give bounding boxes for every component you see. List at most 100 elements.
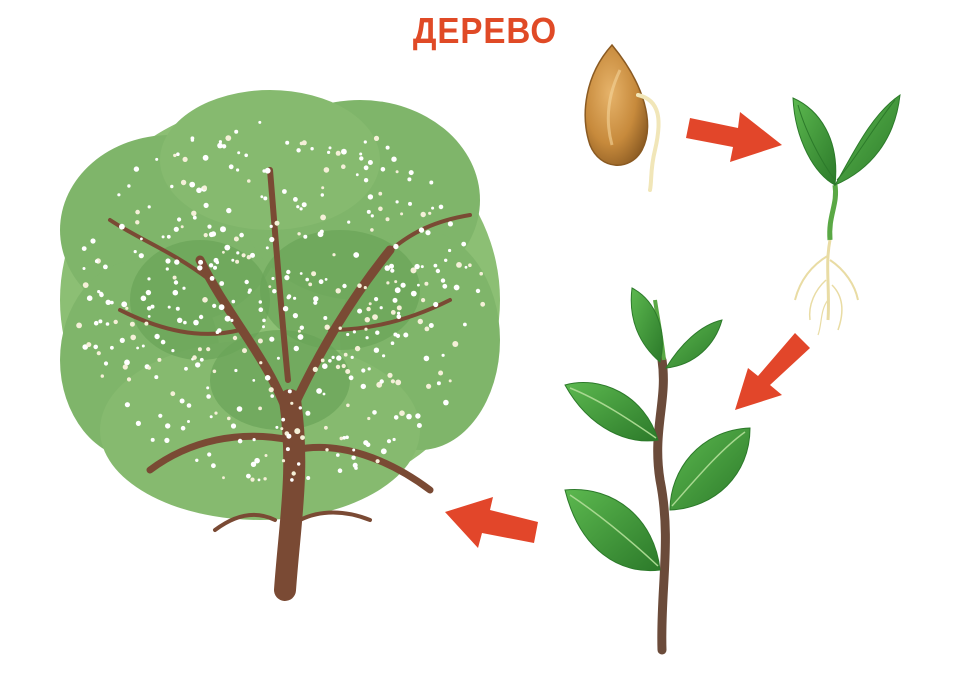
blossom	[98, 319, 102, 323]
blossom	[272, 289, 276, 293]
blossom	[139, 253, 144, 258]
blossom	[242, 348, 247, 353]
blossom	[195, 459, 198, 462]
blossom	[210, 415, 213, 418]
blossom	[332, 253, 335, 256]
blossom	[297, 232, 300, 235]
blossom	[207, 225, 211, 229]
blossom	[339, 327, 342, 330]
blossom	[311, 271, 316, 276]
blossom	[227, 417, 231, 421]
blossom	[299, 406, 302, 409]
blossom	[266, 246, 269, 249]
blossom	[177, 318, 182, 323]
blossom	[436, 269, 440, 273]
blossom	[387, 373, 392, 378]
blossom	[193, 320, 199, 326]
blossom	[351, 456, 355, 460]
blossom	[421, 212, 426, 217]
blossom	[259, 361, 262, 364]
blossom	[235, 260, 239, 264]
blossom	[171, 349, 174, 352]
arrow-seed-to-seedling	[686, 112, 782, 162]
blossom	[93, 345, 98, 350]
blossom	[292, 471, 296, 475]
blossom	[338, 468, 343, 473]
blossom	[211, 463, 216, 468]
blossom	[296, 148, 300, 152]
blossom	[183, 321, 187, 325]
blossom	[408, 202, 412, 206]
blossom	[90, 238, 95, 243]
blossom	[449, 379, 452, 382]
blossom	[197, 265, 202, 270]
blossom	[94, 321, 99, 326]
blossom	[237, 406, 243, 412]
blossom	[222, 251, 225, 254]
blossom	[284, 275, 289, 280]
arrow-sapling-to-tree	[445, 497, 538, 548]
blossom	[164, 438, 169, 443]
blossom	[421, 298, 425, 302]
blossom	[296, 205, 299, 208]
blossom	[231, 423, 236, 428]
blossom	[219, 304, 225, 310]
blossom	[300, 142, 304, 146]
blossom	[400, 212, 403, 215]
blossom	[313, 367, 318, 372]
arrow-seedling-to-sapling	[735, 333, 810, 410]
blossom	[259, 307, 264, 312]
blossom	[97, 351, 101, 355]
blossom	[216, 330, 220, 334]
blossom	[397, 305, 402, 310]
blossom	[399, 410, 405, 416]
blossom	[180, 399, 185, 404]
blossom	[270, 394, 274, 398]
blossom	[263, 196, 267, 200]
blossom	[212, 304, 216, 308]
blossom	[170, 185, 173, 188]
blossom	[428, 212, 431, 215]
blossom	[364, 286, 367, 289]
blossom	[391, 341, 395, 345]
blossom	[429, 323, 434, 328]
blossom	[211, 231, 216, 236]
blossom	[290, 402, 293, 405]
blossom	[349, 375, 354, 380]
blossom	[353, 330, 356, 333]
blossom	[283, 306, 288, 311]
blossom	[443, 400, 449, 406]
blossom	[355, 346, 360, 351]
blossom	[83, 267, 86, 270]
blossom	[268, 285, 271, 288]
blossom	[476, 289, 480, 293]
blossom	[99, 292, 103, 296]
blossom	[195, 362, 200, 367]
blossom	[380, 379, 384, 383]
blossom	[444, 259, 447, 262]
blossom	[259, 300, 262, 303]
blossom	[341, 149, 347, 155]
blossom	[396, 170, 399, 173]
blossom	[206, 386, 209, 389]
blossom	[480, 302, 485, 307]
sprouting-seed-icon	[585, 45, 658, 190]
blossom	[448, 221, 453, 226]
blossom	[251, 462, 256, 467]
blossom	[370, 228, 374, 232]
blossom	[229, 164, 234, 169]
blossom	[324, 426, 328, 430]
blossom	[310, 147, 313, 150]
blossom	[234, 130, 238, 134]
blossom	[136, 347, 139, 350]
blossom	[372, 410, 377, 415]
blossom	[395, 287, 401, 293]
blossom	[401, 283, 406, 288]
blossom	[177, 217, 181, 221]
blossom	[245, 280, 249, 284]
blossom	[294, 346, 299, 351]
blossom	[148, 315, 151, 318]
blossom	[157, 358, 161, 362]
blossom	[217, 143, 223, 149]
blossom	[127, 377, 131, 381]
